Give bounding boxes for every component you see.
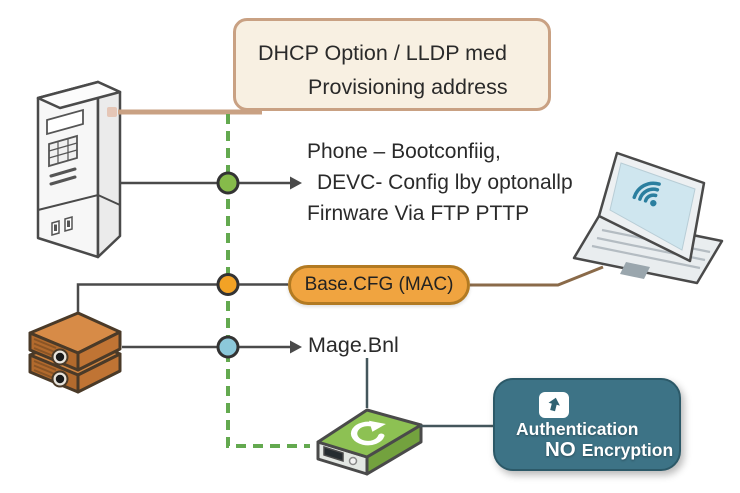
tower-display (46, 108, 84, 136)
laptop-icon (572, 151, 724, 285)
appliance-button (348, 456, 358, 466)
network-appliance-icon (316, 408, 423, 476)
appliance-display (323, 445, 344, 463)
storage-lower-right (76, 352, 122, 394)
phone-config-note: Phone – Bootconfiig, DEVC- Config lby op… (307, 136, 597, 229)
refresh-arrows-icon (350, 420, 386, 446)
dhcp-box-line1: DHCP Option / LLDP med (258, 41, 507, 65)
base-cfg-junction-dot (216, 273, 240, 296)
tower-seam (37, 193, 121, 211)
image-file-label: Mage.Bnl (308, 333, 399, 357)
port-slots (54, 220, 70, 231)
laptop-screen (609, 162, 696, 251)
dhcp-box-line2: Provisioning address (308, 75, 508, 99)
auth-subtitle: NO Encryption (545, 438, 673, 462)
arrowhead (290, 176, 302, 190)
base-cfg-line (76, 283, 288, 312)
auth-title: Authentication (516, 419, 639, 439)
base-cfg-label: Base.CFG (MAC) (304, 274, 454, 295)
stacked-storage-server-icon (28, 311, 122, 394)
boot-config-junction-dot (216, 171, 240, 195)
appliance-top-face (316, 408, 423, 459)
auth-emphasis: NO (545, 438, 576, 461)
laptop-link-line (470, 265, 604, 287)
provisioning-dashed-path (226, 114, 310, 448)
wifi-icon (632, 181, 661, 207)
keypad-grid (48, 138, 78, 164)
arrowhead (290, 340, 302, 354)
auth-encryption: Encryption (581, 440, 674, 460)
tower-server-icon (36, 80, 122, 259)
phone-note-line3: Firnware Via FTP PTTP (307, 202, 530, 225)
drive-lens-core (55, 352, 65, 362)
storage-upper-right (76, 330, 122, 372)
tower-vents (49, 167, 77, 186)
connector-node (107, 107, 117, 117)
tower-top-face (36, 80, 122, 110)
phone-note-line1: Phone – Bootconfiig, (307, 140, 501, 163)
dhcp-option-box: DHCP Option / LLDP med Provisioning addr… (233, 18, 551, 111)
base-cfg-pill: Base.CFG (MAC) (288, 265, 470, 305)
upload-arrow-icon (539, 392, 569, 418)
laptop-trackpad (620, 262, 650, 279)
image-junction-dot (216, 335, 240, 359)
drive-lens-core (55, 374, 65, 384)
phone-note-line2: DEVC- Config lby optonallp (317, 171, 573, 194)
authentication-box: Authentication NO Encryption (493, 378, 681, 471)
